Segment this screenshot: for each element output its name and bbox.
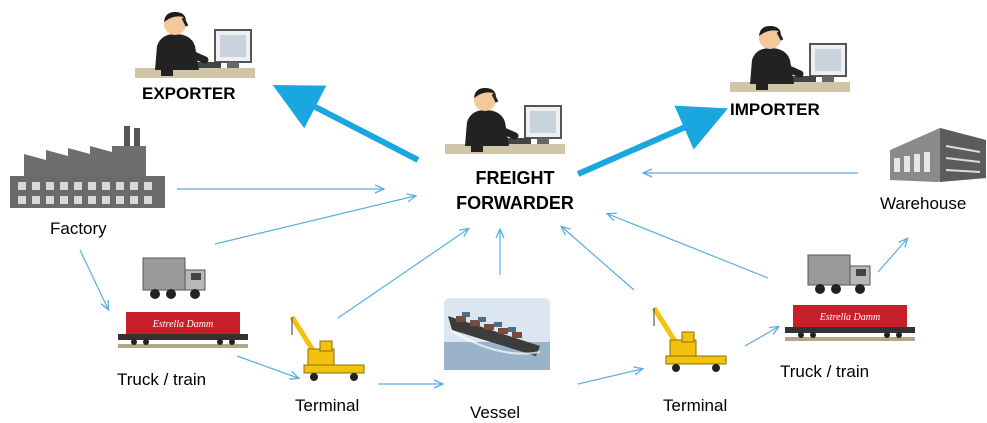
exporter-label: EXPORTER — [142, 84, 236, 103]
truck-train-right-label: Truck / train — [780, 362, 870, 381]
importer-label: IMPORTER — [730, 100, 820, 119]
vessel-icon — [444, 298, 550, 370]
thick-arrow-to-importer — [576, 105, 728, 177]
importer-person-icon — [730, 26, 850, 92]
truck-icon — [807, 254, 871, 294]
factory-label: Factory — [50, 219, 107, 238]
wagon-text: Estrella Damm — [152, 319, 213, 330]
train-wagon-icon: Estrella Damm — [118, 312, 248, 348]
warehouse-icon — [890, 128, 986, 182]
factory-icon — [10, 126, 165, 208]
truck-icon — [142, 257, 206, 299]
thick-arrow-to-exporter — [272, 84, 420, 163]
warehouse-label: Warehouse — [880, 194, 967, 213]
freight-forwarder-label-line2: FORWARDER — [456, 193, 574, 213]
freight-forwarder-label-line1: FREIGHT — [475, 168, 555, 188]
crane-icon — [651, 306, 727, 372]
forwarder-person-icon — [445, 88, 565, 154]
train-wagon-icon: Estrella Damm — [785, 305, 915, 341]
terminal-right-label: Terminal — [663, 396, 728, 415]
wagon-text: Estrella Damm — [819, 312, 880, 323]
truck-train-left-label: Truck / train — [117, 370, 207, 389]
crane-icon — [289, 315, 365, 381]
exporter-person-icon — [135, 12, 255, 78]
thin-arrows — [79, 173, 907, 384]
vessel-label: Vessel — [470, 403, 521, 422]
terminal-left-label: Terminal — [295, 396, 360, 415]
